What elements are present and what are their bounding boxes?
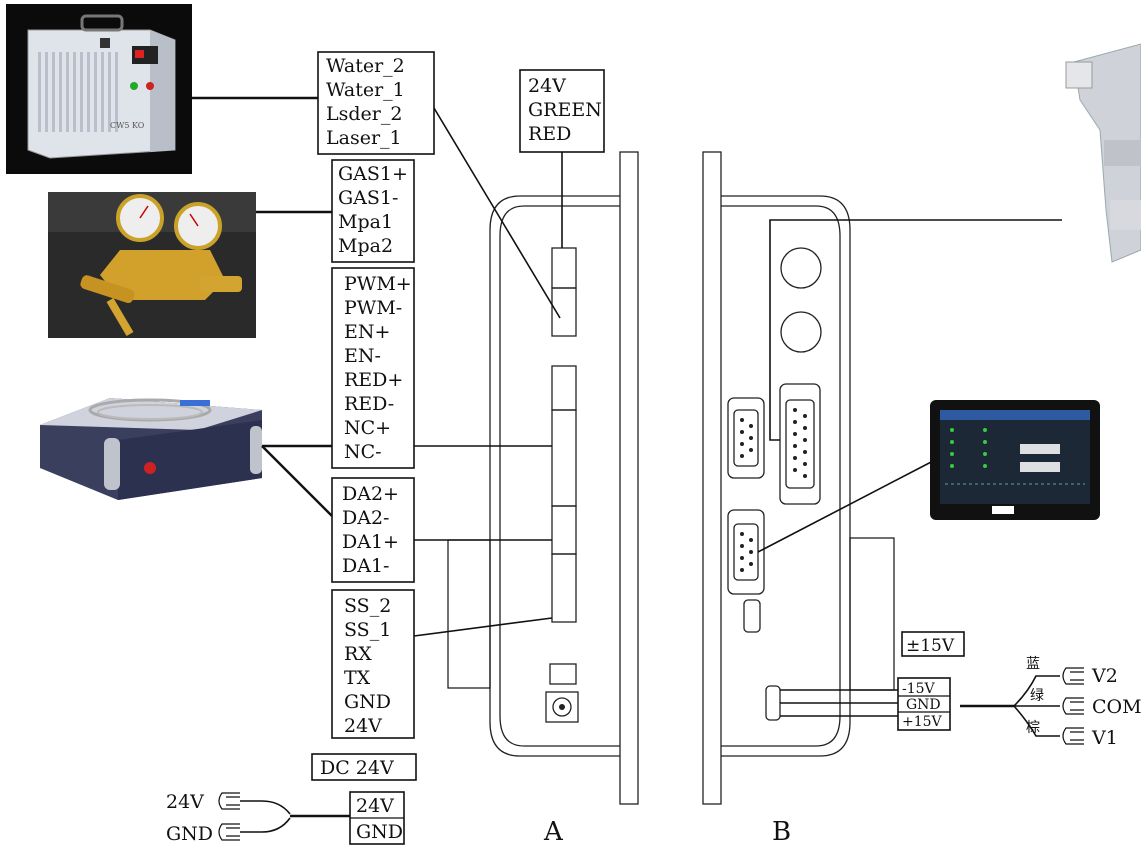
controller-side-a — [447, 151, 639, 805]
gas-terminal-group: GAS1+ GAS1- Mpa1 Mpa2 — [331, 159, 415, 263]
cable-color-green: 绿 — [1030, 688, 1044, 704]
pin-gas1-plus: GAS1+ — [338, 163, 408, 185]
input-gnd-label: GND — [166, 823, 213, 845]
pin-lamp-24v: 24V — [528, 75, 566, 97]
output-com: COM — [1092, 696, 1141, 718]
power-box-gnd: GND — [356, 821, 403, 843]
pin-laser-1: Laser_1 — [326, 127, 402, 149]
svg-text:±15V: ±15V — [906, 636, 955, 656]
output-v1: V1 — [1091, 727, 1118, 749]
pin-da2-plus: DA2+ — [342, 483, 399, 505]
controller-side-b — [702, 151, 895, 805]
pin-24v: 24V — [344, 715, 382, 737]
pin-nc-minus: NC- — [344, 441, 382, 463]
pin-minus-15v: -15V — [902, 681, 936, 697]
gas-regulator-photo — [48, 192, 256, 338]
pin-mpa1: Mpa1 — [338, 211, 393, 233]
power-terminal-box: 24V GND — [349, 791, 405, 845]
pin-mpa2: Mpa2 — [338, 235, 393, 257]
laser-control-terminal-group: PWM+ PWM- EN+ EN- RED+ RED- NC+ NC- — [331, 267, 415, 469]
output-v2: V2 — [1091, 665, 1118, 687]
dc-24v-label: DC 24V — [311, 753, 417, 781]
lamp-terminal-group: 24V GREEN RED — [519, 69, 605, 153]
pin-da1-plus: DA1+ — [342, 531, 399, 553]
view-label-a: A — [543, 817, 564, 847]
chiller-terminal-group: Water_2 Water_1 Lsder_2 Laser_1 — [317, 51, 435, 155]
chiller-text: CW5 KO — [110, 121, 145, 130]
analog-terminal-group: DA2+ DA2- DA1+ DA1- — [331, 477, 415, 583]
pin-pwm-plus: PWM+ — [344, 273, 412, 295]
pin-da2-minus: DA2- — [342, 507, 389, 529]
wires — [192, 96, 1062, 833]
chiller-photo: CW5 KO — [6, 4, 192, 174]
cutting-head-photo — [1065, 43, 1141, 263]
pm15-pin-box: -15V GND +15V — [897, 677, 951, 731]
power-box-24v: 24V — [356, 795, 394, 817]
hmi-touchscreen-photo — [930, 400, 1100, 520]
laser-source-photo — [40, 398, 262, 500]
pin-laser-2: Lsder_2 — [326, 103, 402, 125]
pin-da1-minus: DA1- — [342, 555, 389, 577]
pin-red-minus: RED- — [344, 393, 394, 415]
pin-gnd: GND — [344, 691, 391, 713]
pin-pm-gnd: GND — [906, 697, 941, 713]
output-connectors: V2 COM V1 — [1062, 665, 1141, 749]
pin-gas1-minus: GAS1- — [338, 187, 398, 209]
pin-ss-2: SS_2 — [344, 595, 391, 617]
pin-rx: RX — [344, 643, 372, 665]
cable-color-blue: 蓝 — [1026, 656, 1040, 672]
power-input-connectors: 24V GND — [166, 791, 240, 845]
pin-en-minus: EN- — [344, 345, 381, 367]
pin-water-2: Water_2 — [326, 55, 405, 77]
pin-ss-1: SS_1 — [344, 619, 391, 641]
serial-terminal-group: SS_2 SS_1 RX TX GND 24V — [331, 589, 415, 739]
input-24v-label: 24V — [166, 791, 204, 813]
pm15-label: ±15V — [901, 631, 965, 657]
pin-lamp-green: GREEN — [528, 99, 602, 121]
pin-pwm-minus: PWM- — [344, 297, 402, 319]
cable-color-brown: 棕 — [1026, 720, 1040, 736]
view-label-b: B — [772, 817, 791, 847]
pin-red-plus: RED+ — [344, 369, 403, 391]
pin-plus-15v: +15V — [902, 714, 943, 730]
pin-lamp-red: RED — [528, 123, 571, 145]
pin-water-1: Water_1 — [326, 79, 405, 101]
svg-text:DC 24V: DC 24V — [320, 757, 394, 779]
pin-nc-plus: NC+ — [344, 417, 391, 439]
pin-en-plus: EN+ — [344, 321, 390, 343]
pin-tx: TX — [344, 667, 371, 689]
